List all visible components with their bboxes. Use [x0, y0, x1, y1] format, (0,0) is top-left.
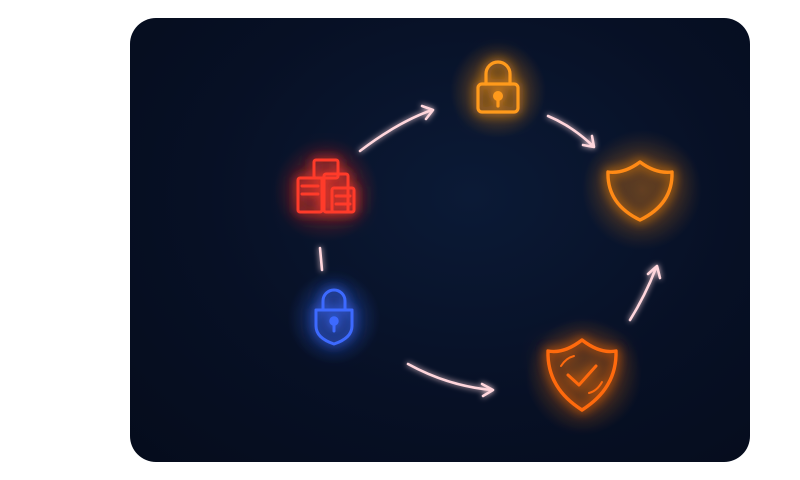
halo [582, 130, 702, 250]
padlock-icon [476, 60, 520, 114]
cycle-diagram [274, 42, 702, 434]
halo [274, 138, 378, 242]
connector-line [318, 246, 324, 272]
shield-check-icon [546, 338, 618, 412]
halo [450, 42, 546, 138]
arrow-bottomleft-to-bottomright [406, 362, 495, 398]
server-stack-icon [296, 158, 356, 214]
arrow-left-to-top [358, 104, 435, 153]
diagram-panel [130, 18, 750, 462]
halo [526, 318, 642, 434]
shield-icon [606, 160, 674, 222]
arrow-top-to-right [546, 114, 596, 149]
arrow-bottomright-to-right [628, 264, 662, 322]
padlock-icon [314, 288, 354, 346]
